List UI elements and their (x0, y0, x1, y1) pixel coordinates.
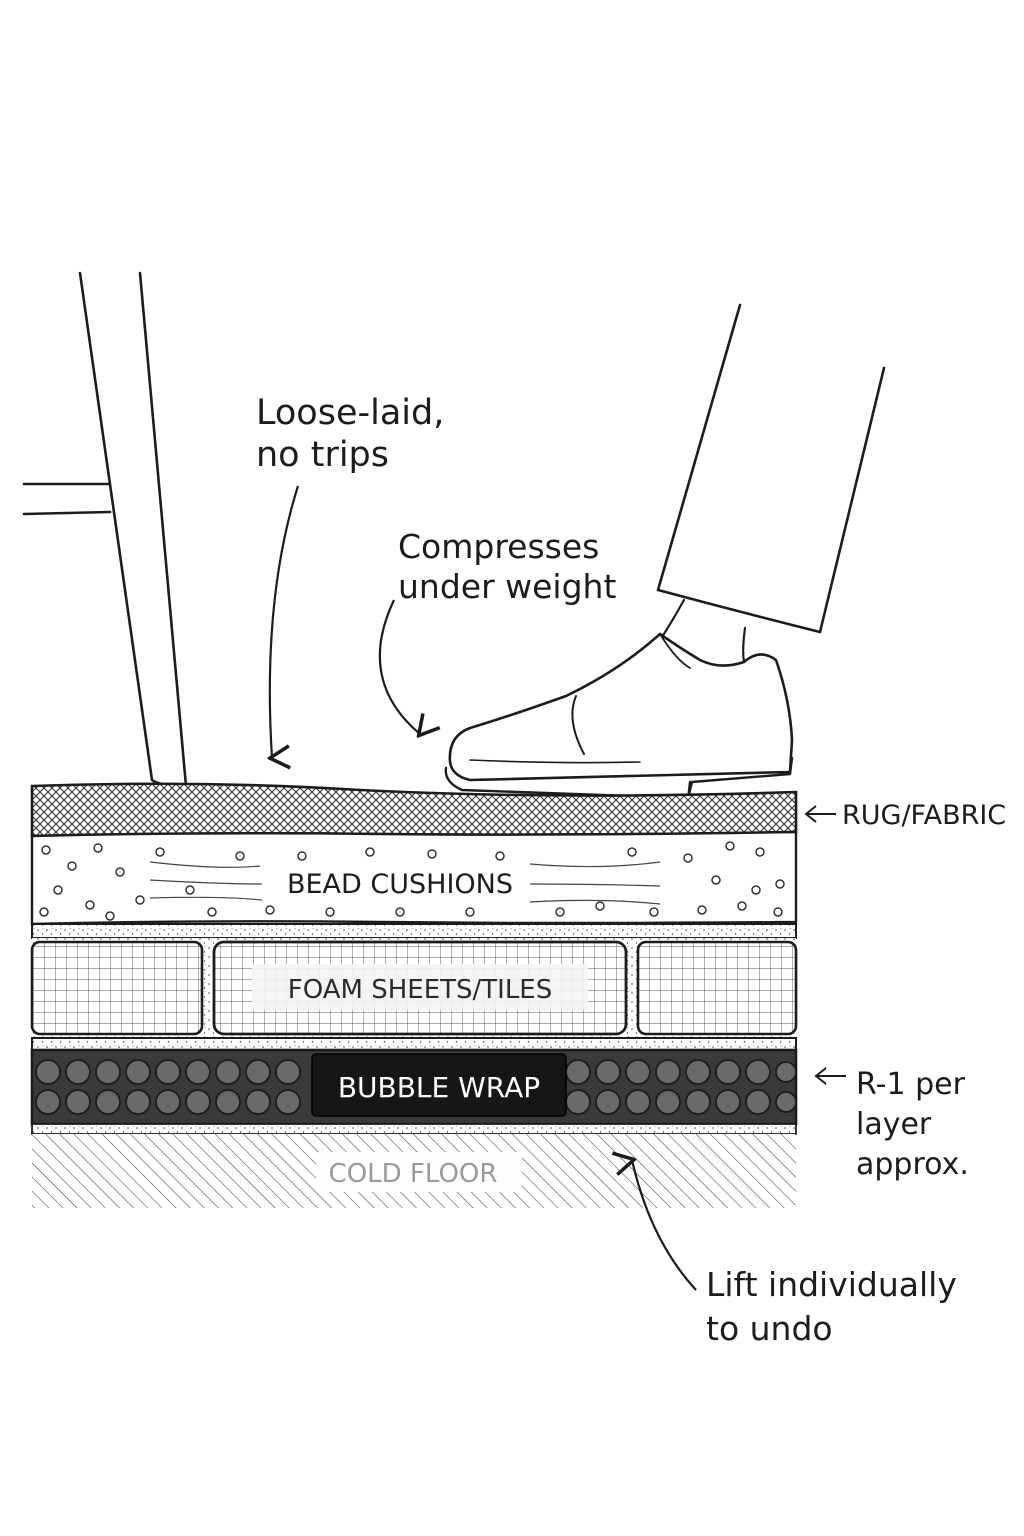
bubble-wrap-bubbles (35, 1059, 797, 1115)
compresses-note-line2: under weight (398, 567, 616, 606)
loose-laid-note-line1: Loose-laid, (256, 393, 444, 433)
r-value-pointer (814, 1067, 846, 1085)
foam-tile-left (30, 940, 204, 1036)
r-value-callout-line1: R-1 per (856, 1067, 966, 1102)
bead-cushions-label: BEAD CUSHIONS (287, 869, 513, 900)
bubble-wrap-label: BUBBLE WRAP (338, 1071, 540, 1104)
bubble-wrap-label-backdrop (311, 1053, 567, 1117)
rug-fabric-layer (30, 782, 798, 838)
lift-individually-arrow (632, 1160, 697, 1291)
separator-band-1 (31, 923, 797, 939)
right-leg-shoe-illustration (444, 303, 886, 802)
separator-band-2 (31, 1037, 797, 1051)
loose-laid-arrow (270, 485, 300, 758)
compresses-note-line1: Compresses (398, 527, 599, 566)
r-value-callout-line2: layer (856, 1107, 932, 1142)
foam-label-backdrop (252, 964, 588, 1010)
lift-individually-line2: to undo (706, 1309, 833, 1348)
layer-stack: BEAD CUSHIONS FOAM SHEETS/TILES (30, 782, 798, 1208)
foam-sheets-label: FOAM SHEETS/TILES (288, 975, 552, 1005)
separator-band-3 (31, 1123, 797, 1135)
cold-floor-label-backdrop (316, 1152, 522, 1192)
cold-floor-label: COLD FLOOR (329, 1159, 498, 1189)
compresses-arrow (378, 599, 420, 734)
lift-individually-line1: Lift individually (706, 1265, 957, 1304)
left-leg-illustration (22, 271, 188, 788)
r-value-callout-line3: approx. (856, 1147, 969, 1182)
bead-compression-lines (149, 861, 661, 905)
foam-tile-right (636, 940, 798, 1036)
rug-fabric-pointer (804, 805, 836, 823)
loose-laid-note-line2: no trips (256, 435, 389, 475)
rug-fabric-callout: RUG/FABRIC (842, 800, 1006, 831)
bead-dots (39, 841, 785, 921)
